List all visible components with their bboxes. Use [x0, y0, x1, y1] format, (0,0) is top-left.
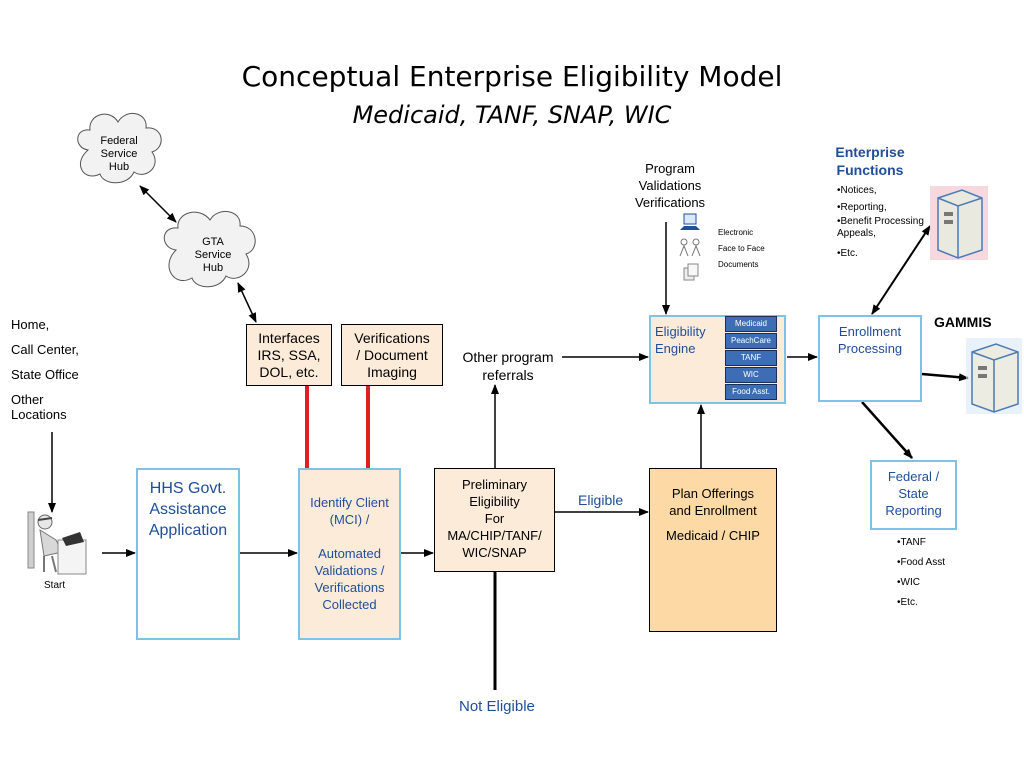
entry-points-list: Home, Call Center, State Office Other Lo…: [11, 317, 79, 422]
start-label: Start: [44, 580, 66, 591]
gammis-label: GAMMIS: [934, 314, 992, 330]
program-wic: WIC: [725, 367, 777, 383]
enrollment-reporting-arrow: [861, 401, 913, 459]
gta-interfaces-arrow: [237, 282, 257, 323]
face-to-face-icon: [679, 238, 701, 257]
federal-hub-cloud: [77, 113, 162, 184]
program-medicaid: Medicaid: [725, 316, 777, 332]
diagram-title: Conceptual Enterprise Eligibility Model: [241, 60, 783, 93]
documents-icon: [683, 263, 699, 281]
program-peachcare: PeachCare: [725, 333, 777, 349]
enrollment-gammis-arrow: [921, 372, 969, 382]
person-at-desk-icon: [27, 511, 87, 575]
not-eligible-label: Not Eligible: [459, 698, 535, 715]
federal-gta-arrow: [139, 185, 177, 223]
program-tanf: TANF: [725, 350, 777, 366]
engine-programs-list: Medicaid PeachCare TANF WIC Food Asst.: [725, 316, 777, 401]
electronic-channel-icon: [680, 213, 700, 230]
reporting-items-list: •TANF •Food Asst •WIC •Etc.: [897, 537, 945, 608]
enrollment-enterprise-arrow: [871, 225, 931, 315]
gta-hub-cloud: [163, 211, 256, 288]
enterprise-functions-list: •Notices, •Reporting, •Benefit Processin…: [837, 185, 924, 259]
enterprise-server-icon: [930, 186, 988, 260]
eligible-label: Eligible: [578, 492, 624, 508]
gammis-server-icon: [966, 338, 1022, 414]
diagram-subtitle: Medicaid, TANF, SNAP, WIC: [352, 101, 672, 129]
program-food-asst: Food Asst.: [725, 384, 777, 400]
